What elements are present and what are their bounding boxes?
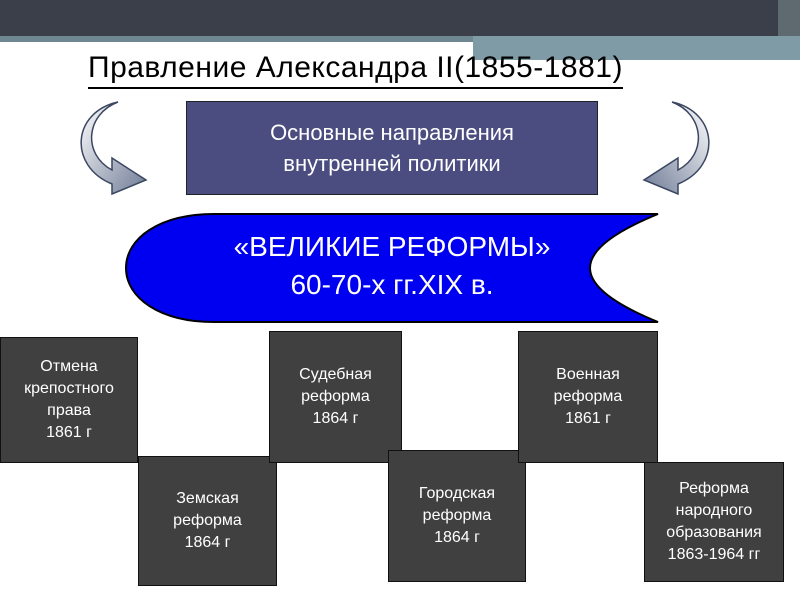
reform-box-text: Отмена крепостного права 1861 г [24, 358, 114, 441]
reform-box-text: Реформа народного образования 1863-1964 … [666, 480, 762, 563]
reform-box-text: Судебная реформа 1864 г [299, 366, 372, 427]
slide-title: Правление Александра II(1855-1881) [88, 51, 623, 89]
main-directions-box: Основные направления внутренней политики [186, 101, 598, 195]
reform-box-zemstvo: Земская реформа 1864 г [138, 456, 277, 586]
great-reforms-shape [124, 213, 659, 323]
slide-header-accent [0, 36, 800, 42]
reform-box-text: Земская реформа 1864 г [173, 490, 242, 551]
reform-box-military: Военная реформа 1861 г [518, 331, 658, 463]
reform-box-judicial: Судебная реформа 1864 г [269, 331, 402, 463]
slide-header-tab [473, 36, 800, 60]
slide-header-bar [0, 0, 800, 42]
reform-box-education: Реформа народного образования 1863-1964 … [644, 462, 784, 582]
reform-box-serfdom: Отмена крепостного права 1861 г [0, 337, 138, 463]
curved-arrow-left-icon [80, 101, 148, 196]
reform-box-city: Городская реформа 1864 г [388, 450, 526, 582]
main-directions-text: Основные направления внутренней политики [270, 120, 514, 176]
great-reforms-text: «ВЕЛИКИЕ РЕФОРМЫ» 60-70-х гг.XIX в. [233, 231, 551, 300]
reform-box-text: Городская реформа 1864 г [418, 485, 496, 546]
reform-box-text: Военная реформа 1861 г [553, 366, 623, 427]
slide-header-corner [778, 0, 800, 36]
curved-arrow-right-icon [642, 101, 710, 196]
